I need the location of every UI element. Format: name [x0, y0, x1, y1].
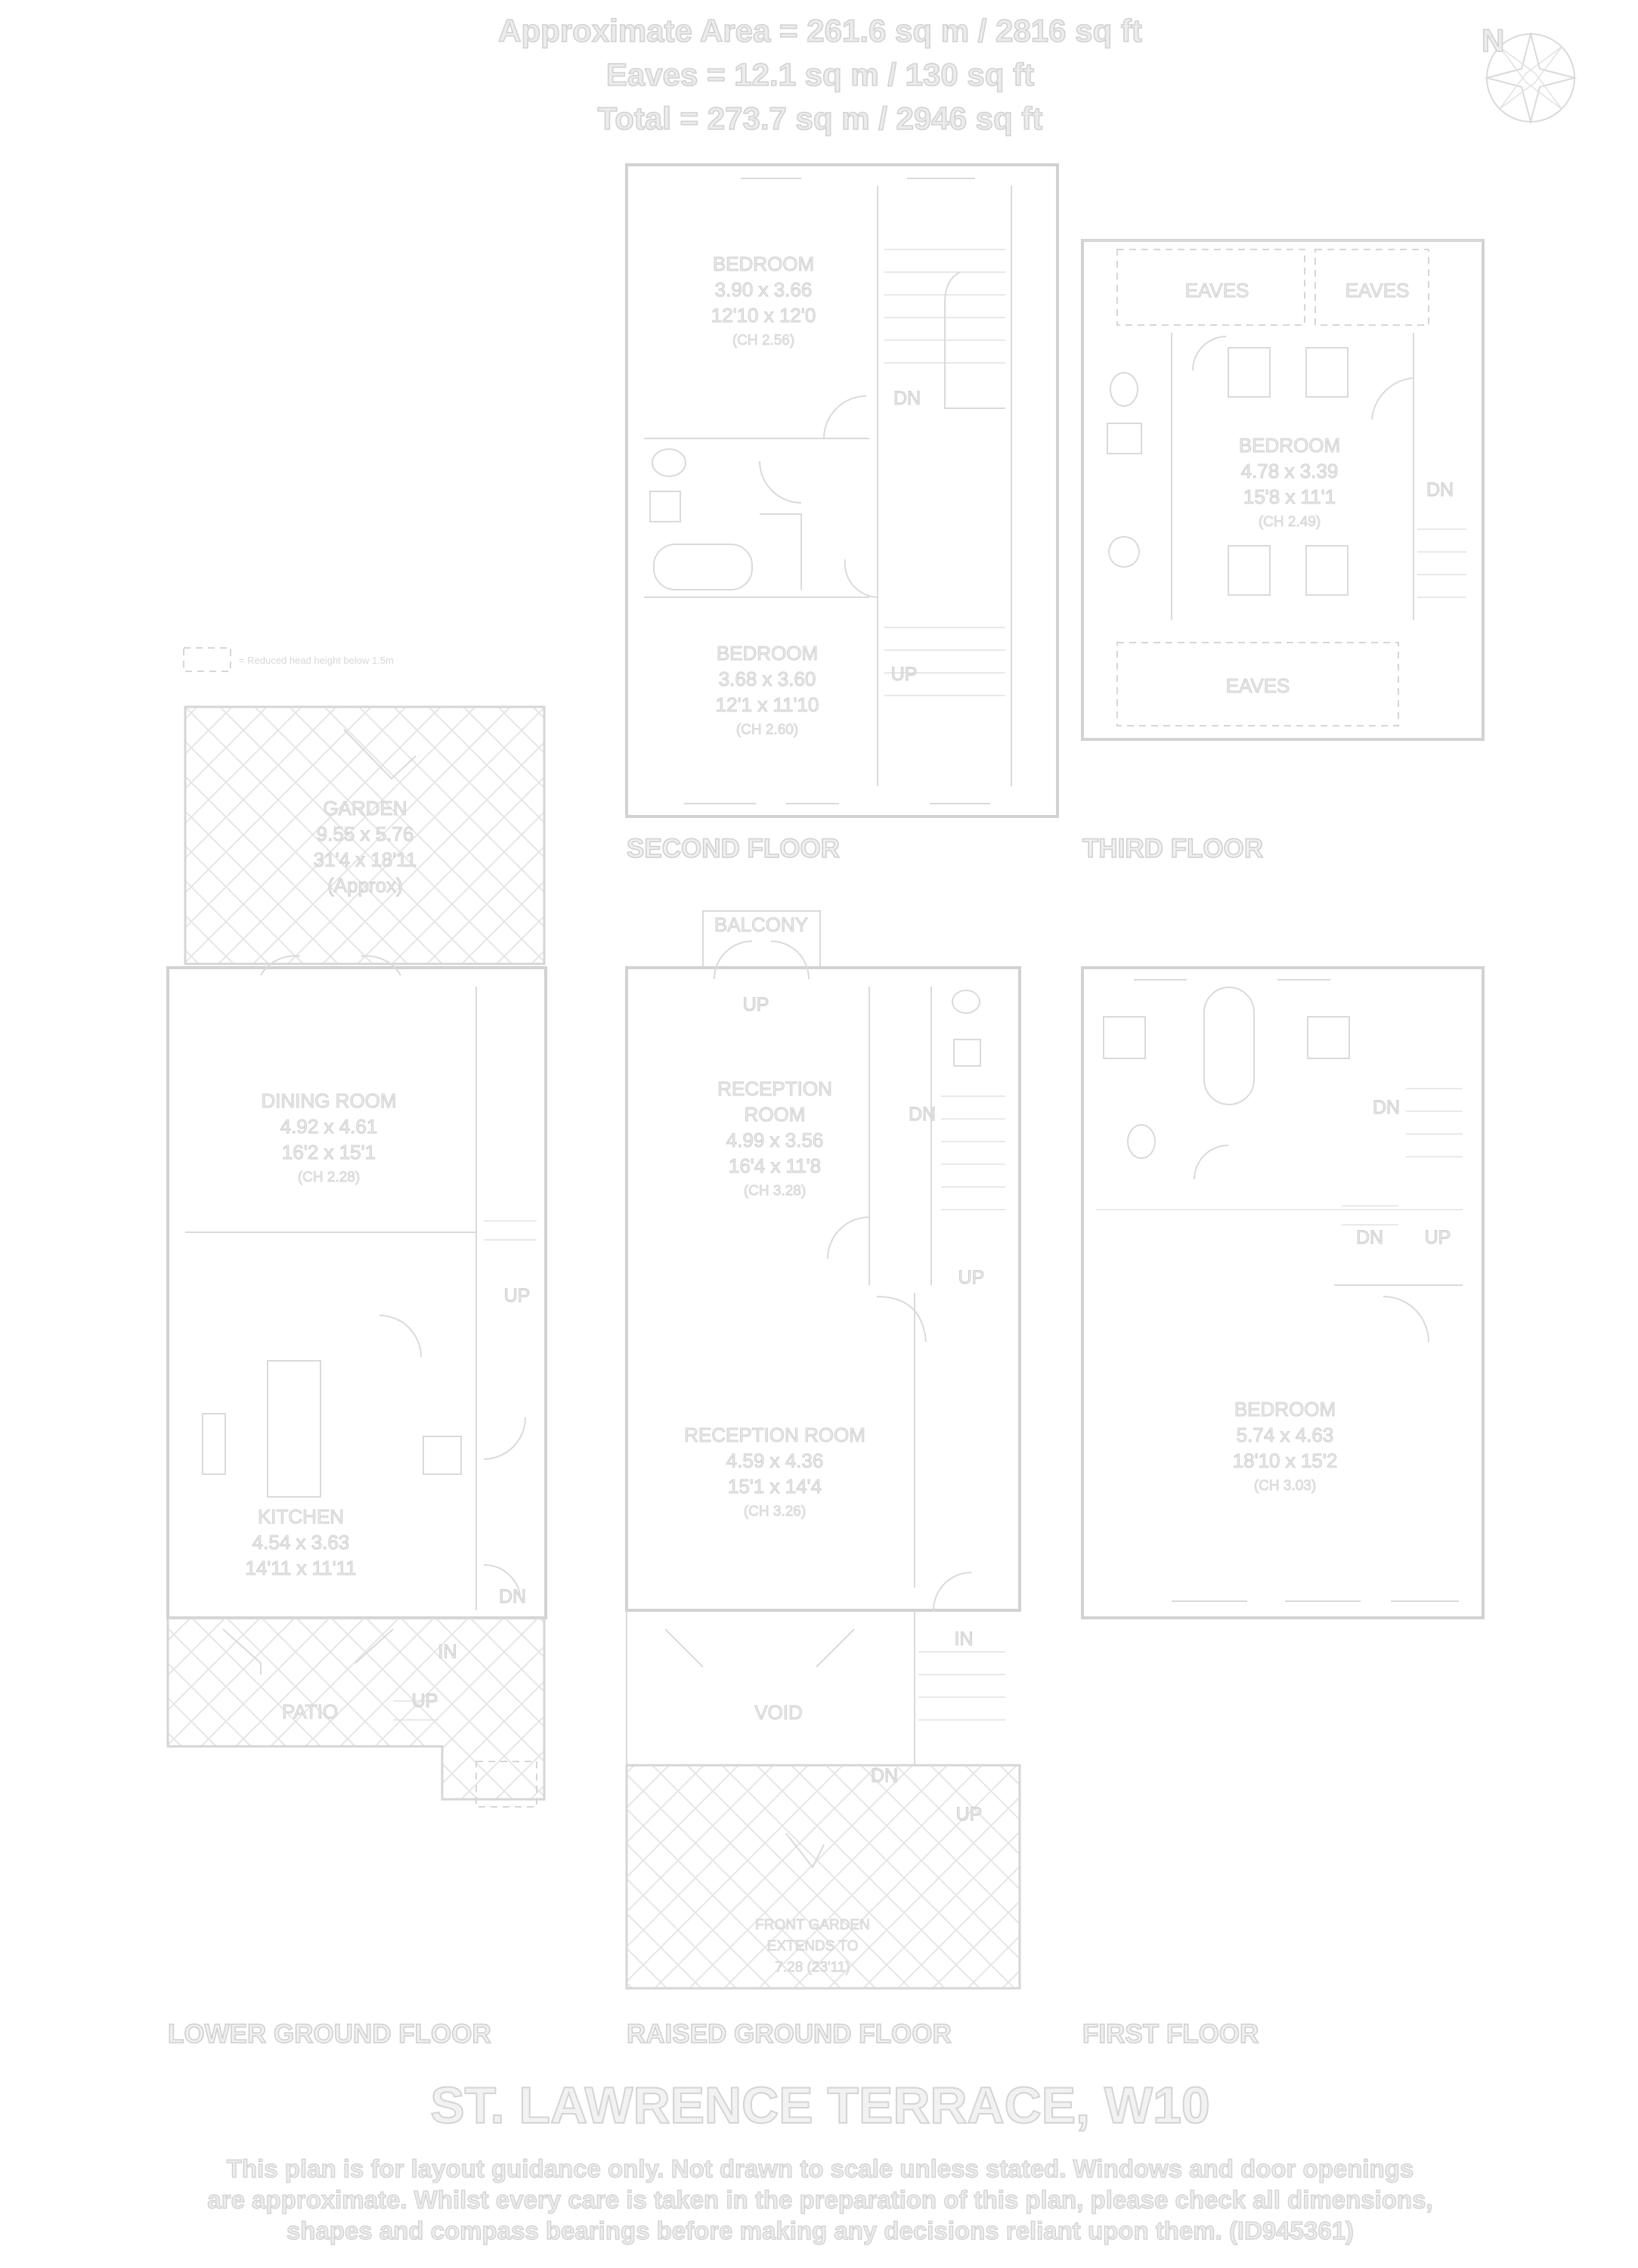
lower-ground-floor-plan: GARDEN 9.55 x 5.76 31'4 x 18'11 (Approx)… — [166, 705, 547, 2050]
reception-room-2-metric: 4.59 x 4.36 — [726, 1449, 824, 1472]
reception-room-1-metric: 4.99 x 3.56 — [726, 1129, 824, 1151]
garden-metric: 9.55 x 5.76 — [317, 823, 414, 845]
lower-ground-stairs-down-label: DN — [499, 1586, 526, 1607]
first-bedroom-imperial: 18'10 x 15'2 — [1233, 1449, 1338, 1472]
second-floor-stairs-up-label: UP — [891, 664, 918, 685]
second-bedroom-b-ceiling: (CH 2.60) — [736, 722, 798, 738]
disclaimer-line-2: are approximate. Whilst every care is ta… — [207, 2186, 1432, 2214]
patio-name: PATIO — [282, 1700, 338, 1723]
lower-ground-in-label: IN — [438, 1641, 457, 1662]
reception-room-1-name-line1: RECEPTION — [717, 1077, 832, 1100]
second-bedroom-b-metric: 3.68 x 3.60 — [719, 668, 816, 690]
second-bedroom-b-imperial: 12'1 x 11'10 — [716, 693, 819, 716]
third-eaves-c-label: EAVES — [1226, 674, 1290, 697]
raised-ground-in-label: IN — [955, 1628, 974, 1650]
dining-room-ceiling: (CH 2.28) — [298, 1170, 360, 1185]
kitchen-name: KITCHEN — [258, 1505, 344, 1528]
dining-room-name: DINING ROOM — [261, 1089, 396, 1112]
first-floor-stairs-down-label: DN — [1373, 1097, 1400, 1118]
first-floor-stairs-up-label: UP — [1425, 1227, 1451, 1248]
third-bedroom-metric: 4.78 x 3.39 — [1241, 460, 1339, 482]
third-floor-stairs-down-label: DN — [1426, 479, 1454, 500]
compass-rose-icon: N — [1481, 22, 1578, 125]
raised-ground-floor-plan: BALCONY RECEPTION ROOM 4.99 x 3.56 16'4 … — [625, 910, 1021, 2050]
front-garden-line2: EXTENDS TO — [767, 1938, 859, 1954]
reception-room-2-imperial: 15'1 x 14'4 — [728, 1475, 822, 1498]
second-floor-label: SECOND FLOOR — [627, 834, 840, 863]
second-floor-stairs-down-label: DN — [893, 388, 921, 409]
third-floor-plan: EAVES EAVES EAVES BEDROOM 4.78 x 3.39 15… — [1081, 239, 1485, 864]
raised-ground-balcony-up-label: UP — [743, 994, 769, 1015]
raised-ground-stairs-up-label: UP — [958, 1267, 985, 1288]
kitchen-metric: 4.54 x 3.63 — [252, 1531, 350, 1554]
north-label: N — [1482, 23, 1504, 58]
reception-room-1-imperial: 16'4 x 11'8 — [729, 1154, 821, 1177]
void-name: VOID — [754, 1701, 803, 1724]
second-bedroom-b-name: BEDROOM — [717, 642, 818, 665]
header: Approximate Area = 261.6 sq m / 2816 sq … — [497, 12, 1142, 137]
first-floor-label: FIRST FLOOR — [1082, 2019, 1259, 2049]
second-bedroom-a-metric: 3.90 x 3.66 — [715, 278, 813, 301]
raised-ground-stairs-down-label: DN — [909, 1104, 936, 1125]
dining-room-imperial: 16'2 x 15'1 — [282, 1141, 376, 1163]
kitchen-imperial: 14'11 x 11'11 — [245, 1557, 356, 1579]
second-bedroom-a-ceiling: (CH 2.56) — [732, 333, 794, 349]
second-bedroom-a-imperial: 12'10 x 12'0 — [711, 304, 816, 327]
reception-room-1-ceiling: (CH 3.28) — [744, 1183, 806, 1199]
raised-ground-front-down-label: DN — [871, 1765, 898, 1786]
reception-room-2-ceiling: (CH 3.26) — [744, 1504, 806, 1520]
first-bedroom-metric: 5.74 x 4.63 — [1237, 1424, 1334, 1446]
disclaimer-line-3: shapes and compass bearings before makin… — [286, 2217, 1354, 2245]
legend-key: = Reduced head height below 1.5m — [183, 647, 394, 672]
lower-ground-stairs-up-label: UP — [504, 1285, 531, 1306]
approximate-area-text: Approximate Area = 261.6 sq m / 2816 sq … — [498, 13, 1142, 48]
second-floor-plan: BEDROOM 3.90 x 3.66 12'10 x 12'0 (CH 2.5… — [625, 163, 1059, 864]
lower-ground-floor-label: LOWER GROUND FLOOR — [168, 2019, 491, 2049]
third-floor-label: THIRD FLOOR — [1082, 834, 1263, 863]
balcony-name: BALCONY — [714, 913, 808, 936]
second-bedroom-a-name: BEDROOM — [713, 253, 814, 275]
reception-room-2-name: RECEPTION ROOM — [684, 1424, 865, 1446]
eaves-area-text: Eaves = 12.1 sq m / 130 sq ft — [606, 57, 1034, 92]
property-title: ST. LAWRENCE TERRACE, W10 — [430, 2077, 1209, 2134]
third-bedroom-imperial: 15'8 x 11'1 — [1243, 485, 1336, 508]
disclaimer-line-1: This plan is for layout guidance only. N… — [227, 2155, 1414, 2183]
front-garden-line3: 7.28 (23'11) — [775, 1960, 850, 1975]
garden-note: (Approx) — [327, 874, 403, 897]
first-bedroom-ceiling: (CH 3.03) — [1254, 1478, 1316, 1494]
footer: ST. LAWRENCE TERRACE, W10 This plan is f… — [207, 2076, 1433, 2245]
third-eaves-a-label: EAVES — [1185, 279, 1249, 302]
first-bedroom-name: BEDROOM — [1234, 1398, 1336, 1421]
third-eaves-b-label: EAVES — [1345, 279, 1410, 302]
third-bedroom-ceiling: (CH 2.49) — [1259, 514, 1321, 530]
reception-room-1-name-line2: ROOM — [745, 1103, 806, 1126]
first-floor-lower-down-label: DN — [1356, 1227, 1383, 1248]
dining-room-metric: 4.92 x 4.61 — [280, 1115, 378, 1138]
raised-ground-floor-label: RAISED GROUND FLOOR — [627, 2019, 952, 2049]
legend-key-text: = Reduced head height below 1.5m — [239, 655, 394, 666]
garden-name: GARDEN — [323, 797, 407, 820]
raised-ground-front-up-label: UP — [956, 1804, 983, 1825]
third-bedroom-name: BEDROOM — [1239, 434, 1340, 457]
total-area-text: Total = 273.7 sq m / 2946 sq ft — [598, 101, 1043, 136]
lower-ground-patio-up-label: UP — [412, 1690, 438, 1712]
front-garden-line1: FRONT GARDEN — [755, 1917, 870, 1933]
garden-imperial: 31'4 x 18'11 — [314, 848, 417, 871]
first-floor-plan: BEDROOM 5.74 x 4.63 18'10 x 15'2 (CH 3.0… — [1081, 966, 1485, 2050]
